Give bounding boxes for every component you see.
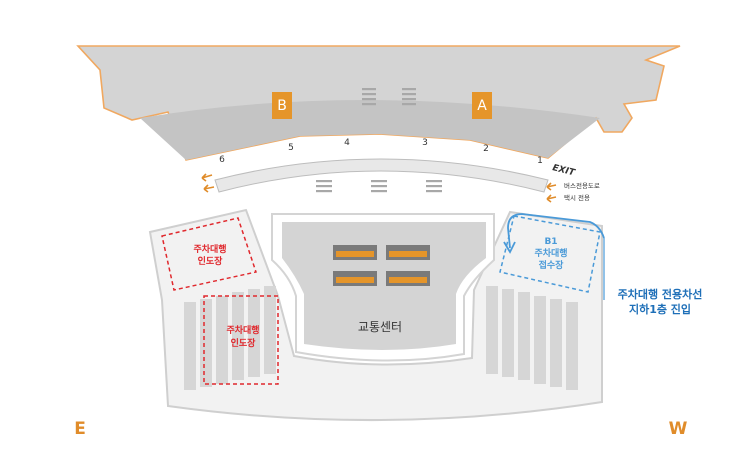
exit-arrow-icon	[201, 173, 215, 193]
gate-a-badge	[472, 92, 492, 119]
terminal-building: B A	[76, 45, 681, 161]
route-arrowhead-icon	[503, 241, 516, 254]
valet-dropoff-lower-line2: 인도장	[231, 337, 257, 349]
valet-lane-note-line1: 주차대행 전용차선	[618, 287, 703, 301]
valet-dropoff-lower-line1: 주차대행	[226, 324, 259, 336]
entry-arrow-icon	[546, 182, 557, 203]
parking-stalls-west	[486, 286, 578, 390]
valet-reception-b1: B1	[544, 237, 557, 247]
gate-a-label: A	[477, 98, 487, 114]
compass-west: W	[669, 419, 688, 439]
valet-lane-note-line2: 지하1층 진입	[629, 302, 691, 316]
crosswalk-icon	[316, 180, 442, 193]
valet-dropoff-zone-lower	[203, 295, 279, 385]
parking-complex: 교통센터 주차대행 인도장 주차대행 인도장 B1 주차대행 접수장	[148, 208, 605, 422]
valet-reception-zone	[499, 215, 601, 293]
bus-bays	[333, 245, 430, 286]
door-number-3: 3	[422, 138, 428, 148]
valet-reception-line2: 주차대행	[534, 247, 567, 259]
compass-east: E	[74, 419, 86, 439]
valet-dropoff-upper-line2: 인도장	[198, 255, 224, 267]
door-number-1: 1	[537, 156, 543, 166]
exit-label: EXIT	[551, 163, 576, 178]
curbside-road: 6 5 4 3 2 1 EXIT 버스전용도로 택시 전용	[201, 138, 600, 203]
valet-lane-route-arrow	[507, 213, 605, 249]
transport-center-label: 교통센터	[358, 320, 402, 334]
taxi-lane-label: 택시 전용	[564, 193, 590, 202]
gate-b-badge	[272, 92, 292, 119]
gate-b-label: B	[277, 98, 287, 114]
escalator-icon	[362, 88, 416, 106]
door-number-5: 5	[288, 143, 294, 153]
parking-stalls-east	[184, 286, 276, 390]
valet-dropoff-upper-line1: 주차대행	[193, 243, 226, 255]
bus-lane-label: 버스전용도로	[564, 181, 600, 190]
road-curve	[214, 158, 549, 193]
door-number-6: 6	[219, 155, 225, 165]
door-number-4: 4	[344, 138, 350, 148]
door-number-2: 2	[483, 144, 489, 154]
valet-reception-line3: 접수장	[539, 259, 565, 271]
valet-dropoff-zone-upper	[161, 217, 257, 291]
